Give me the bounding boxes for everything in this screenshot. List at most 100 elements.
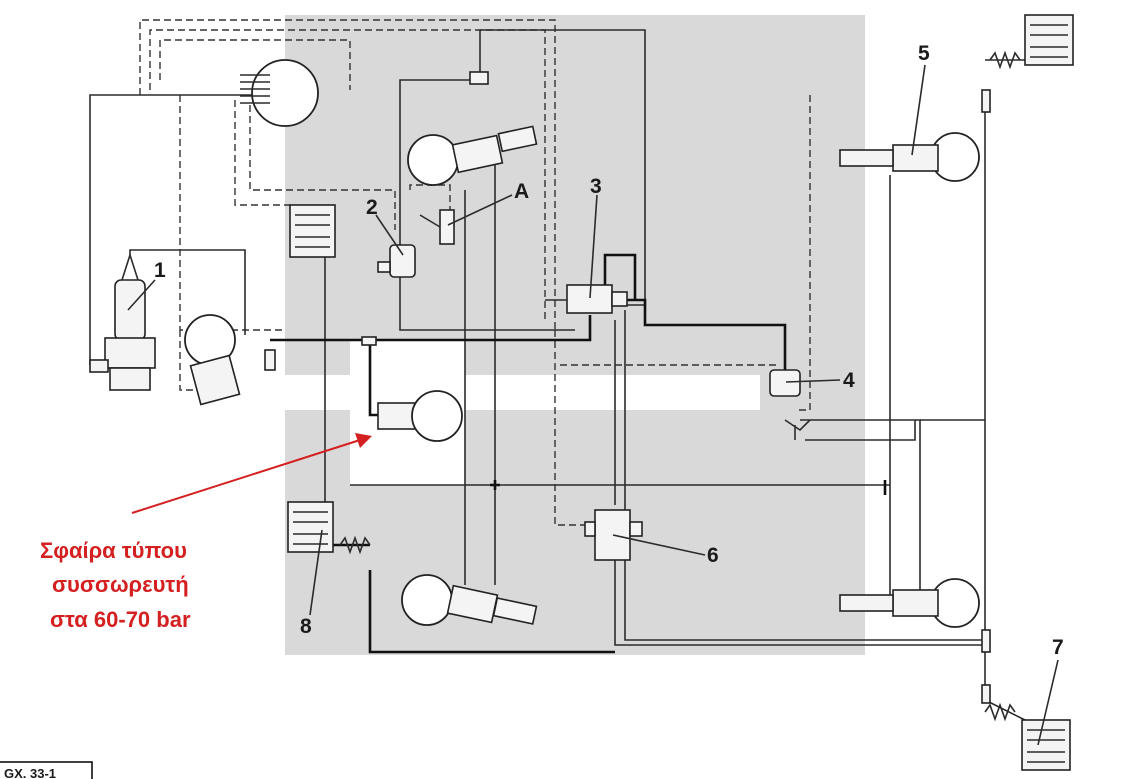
label-component-6: 6 [707,544,719,567]
distributor-6-body [594,509,631,561]
leader-3 [589,194,598,299]
figure-reference: GX. 33-1 [0,761,93,779]
distributor-6-port [629,521,643,537]
leader-8 [309,529,323,616]
fitting-top-center [469,71,489,85]
return-line-upper [159,39,351,90]
pressure-line-valve-4-loop [805,420,916,441]
cylinder-5-end [839,149,894,167]
brake-caliper-upper-left [289,204,336,258]
label-component-7: 7 [1052,636,1064,659]
rear-left-cylinder-end [492,597,538,625]
leader-a [447,194,513,226]
leader-lines [127,64,1059,746]
return-line-far-right [795,95,811,411]
pump-cap [121,252,139,281]
springs [339,50,1021,722]
annotation-text: Σφαίρα τύπου συσσωρευτή στα 60-70 bar [40,538,191,632]
shade-upper-region [285,15,865,375]
accumulator-sphere-body [411,390,463,442]
main-sphere-ports [240,74,270,104]
pressure-line-valve-6-out-b [624,560,985,641]
figure-reference-box [0,761,93,779]
spring-rear-left [339,535,371,555]
rear-left-sphere [401,574,453,626]
valve-2-body [389,244,416,278]
caliper-upper-left-pads [295,214,330,248]
component-4-valve [769,369,811,440]
regulator-connector [264,349,276,371]
return-line-lower [554,330,595,526]
label-component-3: 3 [590,175,602,198]
caliper-top-right-pads [1030,24,1068,58]
feed-line-rear-bottom [368,570,615,654]
caliper-7-pads [1027,729,1065,763]
component-3-distributor [545,284,628,314]
main-sphere [240,59,319,127]
pressure-line-left-outer [89,94,270,365]
spring-top-right [989,50,1021,70]
main-sphere-body [251,59,319,127]
pressure-line-valve-6-out [614,560,985,646]
leader-2 [375,214,404,256]
shaded-background [285,15,865,655]
component-1-pump [89,252,156,391]
component-2-valve [377,244,416,278]
component-8-caliper [287,501,334,553]
valve-a-body [439,209,455,245]
front-upper-cylinder-body [451,134,504,174]
feed-line-valve-3-to-valve-4 [625,298,787,375]
label-component-2: 2 [366,196,378,219]
distributor-6-port-left [584,521,596,537]
pressure-line-bottom-brake [984,699,1026,721]
annotation-line-2: συσσωρευτή [52,572,189,597]
fitting-right-upper [981,89,991,113]
component-labels: 1 2 A 3 4 5 6 7 8 [154,42,1064,659]
distributor-3-body [566,284,613,314]
brake-caliper-top-right [1024,14,1074,66]
pump-body [114,279,146,341]
label-component-8: 8 [300,615,312,638]
feed-line-to-sphere [368,340,380,417]
pump-base [104,337,156,369]
annotation-arrow [131,433,372,514]
figure-reference-text: GX. 33-1 [4,766,56,779]
rear-right-cylinder-body [892,589,939,617]
label-component-4: 4 [843,369,855,392]
front-upper-cylinder [407,125,538,186]
component-7-caliper [1021,719,1071,771]
feed-line-valve-3-top [603,253,637,300]
front-upper-cylinder-end [497,125,538,153]
pump-nozzle [89,359,109,373]
distributor-3-port [611,291,628,307]
accumulator-sphere [377,390,463,442]
pump-foot [109,367,151,391]
return-line-valve-2 [179,330,195,391]
pressure-line-top [399,30,575,331]
return-line-left [234,100,295,206]
high-pressure-lines [270,253,787,654]
valve-a [419,209,455,245]
fitting-right-bottom [981,684,991,704]
rear-left-cylinder [401,574,538,626]
return-line-top-inner [149,29,546,320]
caliper-upper-left-body [289,204,336,258]
leader-5 [911,64,926,156]
valve-a-arm [419,214,441,228]
annotation-arrow-shaft [131,439,361,514]
valve-4-body [769,369,801,397]
leader-4 [785,379,841,383]
valve-2-side [377,261,391,273]
cylinder-5-body [892,144,939,172]
component-6-distributor [584,509,643,561]
annotation-line-1: Σφαίρα τύπου [40,538,187,563]
label-component-5: 5 [918,42,930,65]
pressure-line-top-right [480,29,646,306]
fitting-mid-cross [490,480,887,495]
valve-4-tee [784,419,811,440]
spring-bottom-right [984,702,1016,722]
component-5-cylinder [839,132,980,182]
pressure-lines [89,29,1026,721]
